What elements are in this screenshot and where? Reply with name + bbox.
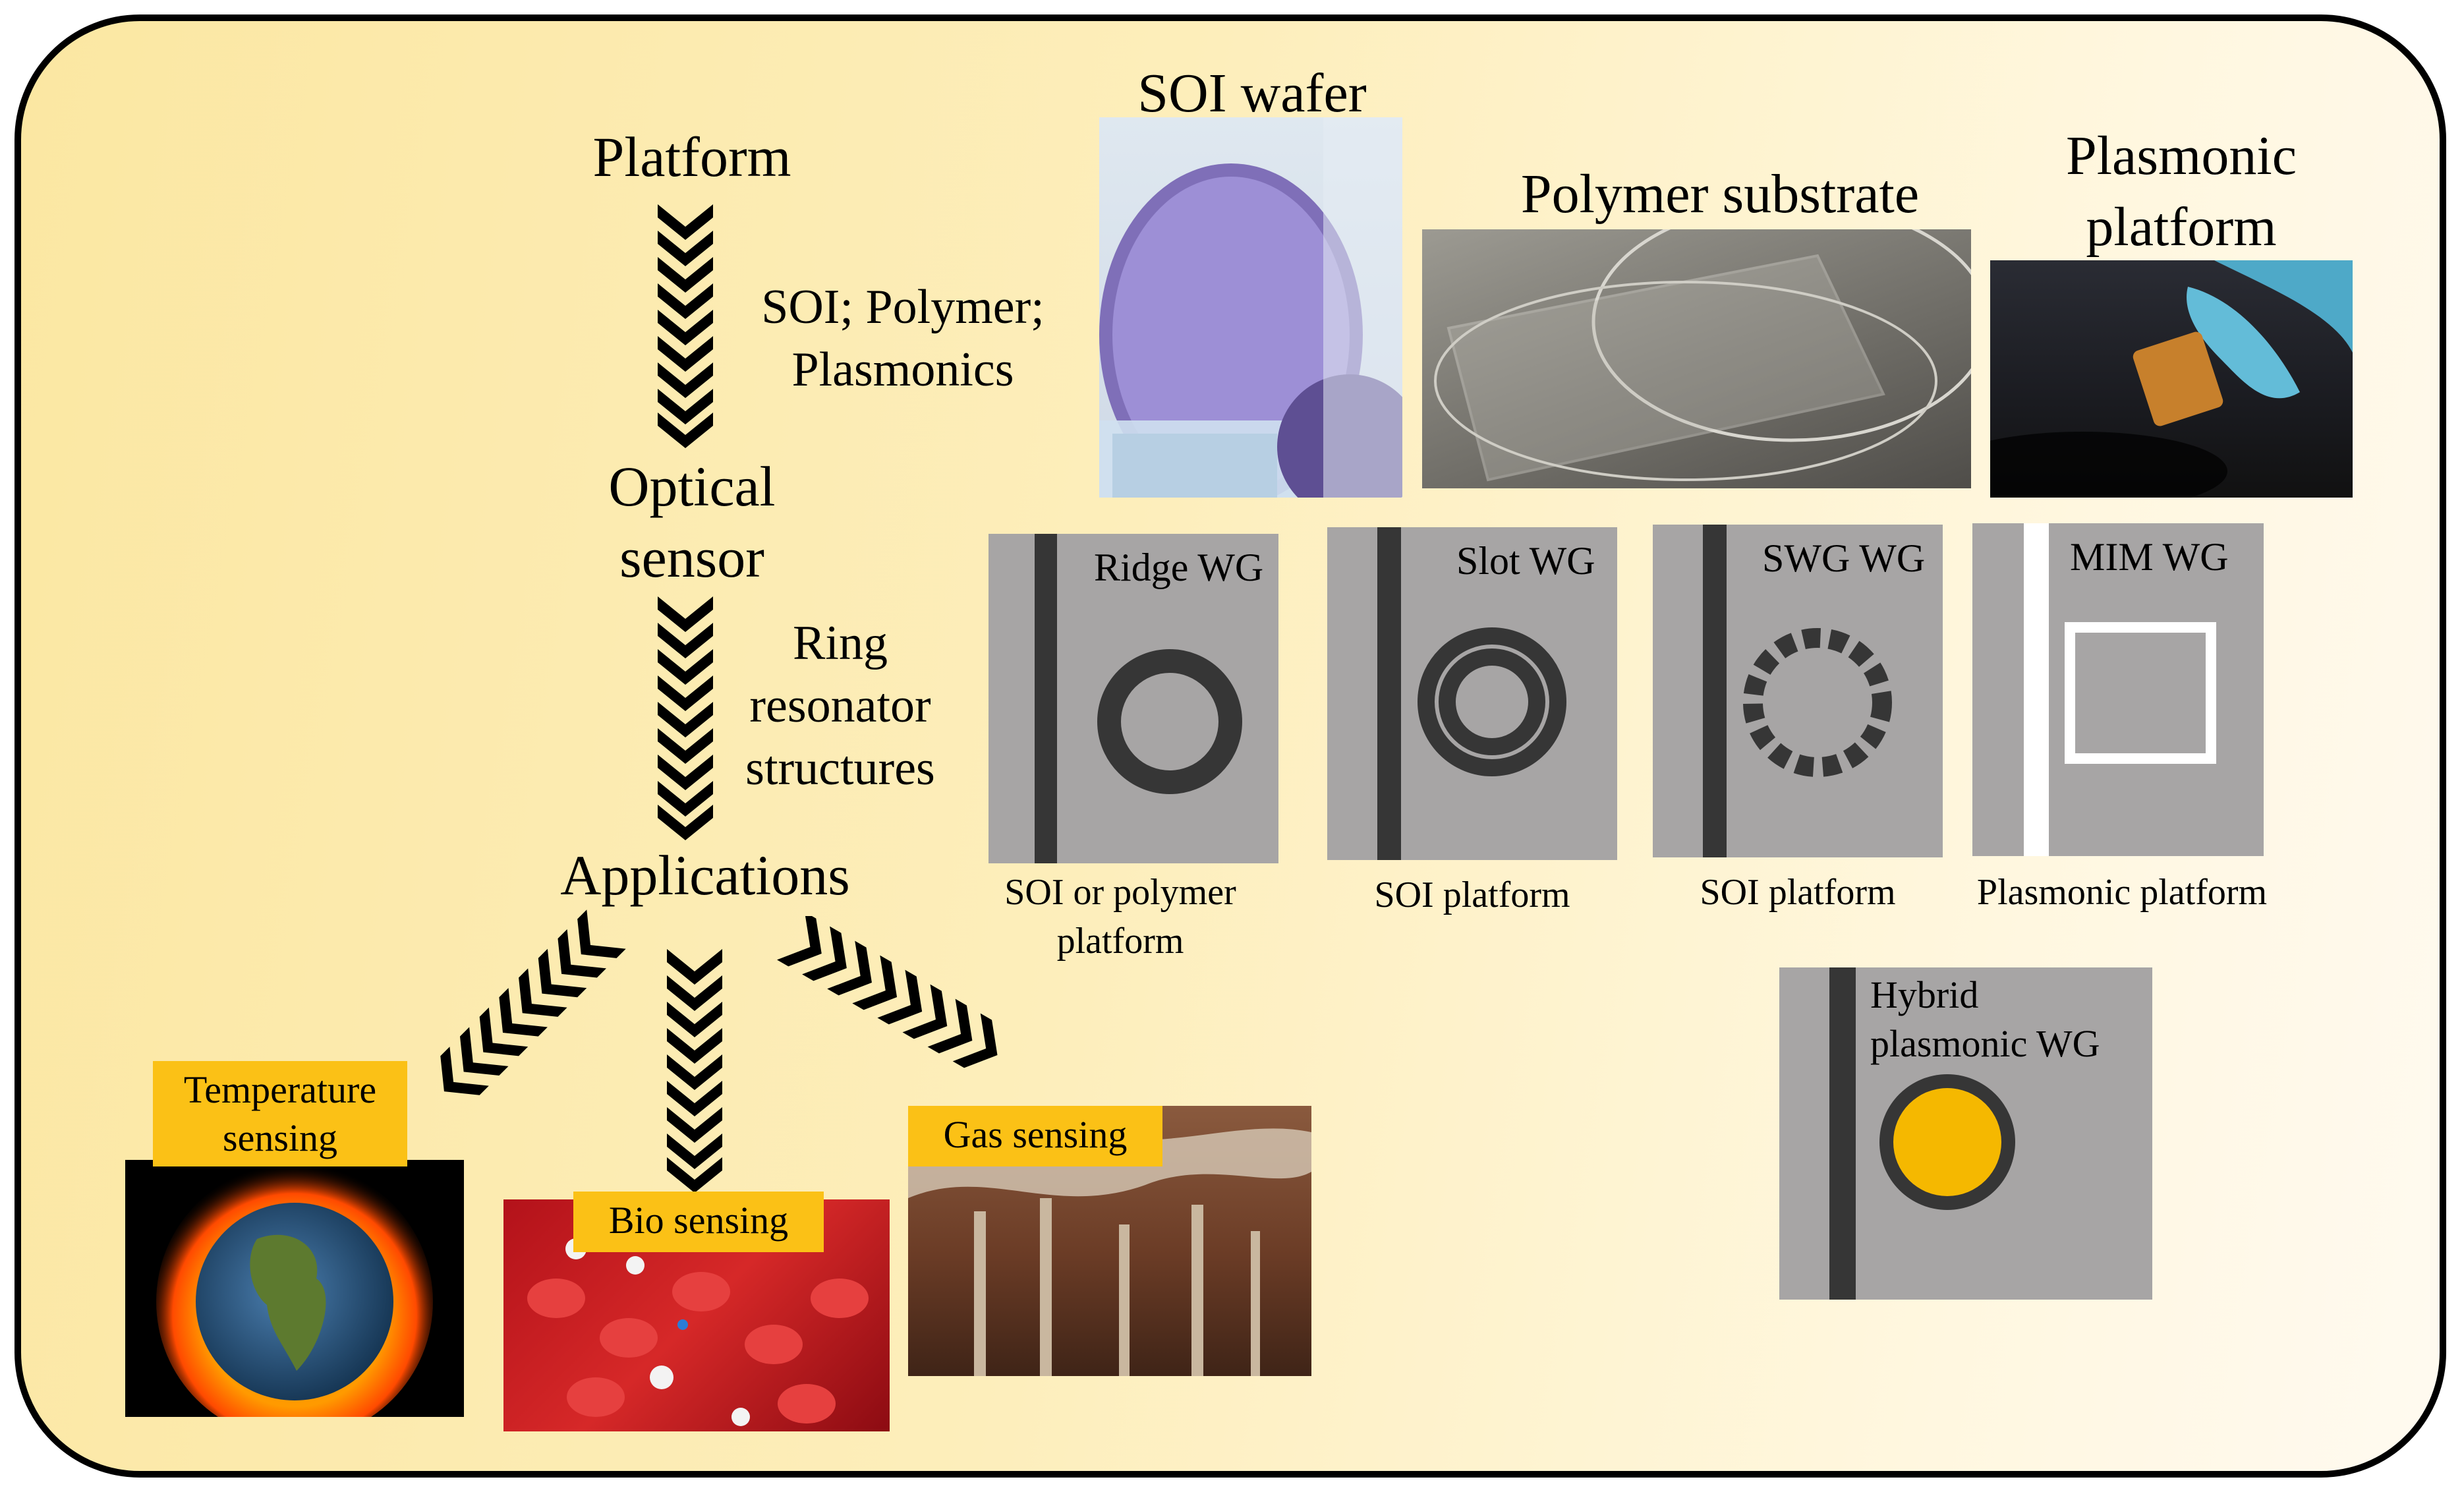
optical-sensor-line1: Optical bbox=[608, 455, 776, 518]
slot-wg-caption: SOI platform bbox=[1374, 875, 1570, 915]
platform-options-line2: Plasmonics bbox=[791, 343, 1014, 397]
arrow-diagonal-right-icon bbox=[777, 916, 1008, 1079]
slot-wg-title: Slot WG bbox=[1456, 539, 1595, 583]
bus-waveguide bbox=[1703, 525, 1727, 857]
structures-line3: structures bbox=[745, 741, 935, 795]
arrow-down-icon bbox=[658, 596, 713, 840]
temperature-sensing-label: Temperature sensing bbox=[153, 1061, 407, 1166]
mim-wg-card: MIM WG bbox=[1972, 523, 2264, 856]
plasmonic-platform-title-line1: Plasmonic bbox=[2066, 125, 2297, 187]
hybrid-plasmonic-wg-card: Hybrid plasmonic WG bbox=[1779, 967, 2152, 1300]
gas-sensing-label: Gas sensing bbox=[908, 1106, 1162, 1166]
slot-ring-resonator bbox=[1418, 627, 1566, 776]
bus-waveguide bbox=[1377, 527, 1401, 860]
hybrid-wg-title-line2: plasmonic WG bbox=[1870, 1022, 2100, 1065]
square-resonator bbox=[2065, 622, 2216, 764]
platform-options-line1: SOI; Polymer; bbox=[761, 280, 1045, 334]
structures-line2: resonator bbox=[749, 679, 931, 733]
swg-wg-caption: SOI platform bbox=[1700, 872, 1896, 913]
ridge-wg-card: Ridge WG bbox=[988, 534, 1278, 863]
swg-wg-title: SWG WG bbox=[1762, 536, 1926, 580]
soi-wafer-title: SOI wafer bbox=[1137, 63, 1367, 124]
mim-wg-title: MIM WG bbox=[2070, 535, 2229, 579]
arrow-down-icon bbox=[667, 949, 722, 1193]
bus-waveguide bbox=[1829, 967, 1856, 1300]
soi-wafer-image bbox=[1099, 117, 1402, 498]
polymer-substrate-image bbox=[1422, 229, 1971, 488]
ridge-wg-caption-line1: SOI or polymer bbox=[1004, 872, 1236, 913]
swg-wg-card: SWG WG bbox=[1653, 525, 1943, 857]
temperature-sensing-image bbox=[125, 1160, 464, 1417]
optical-sensor-line2: sensor bbox=[619, 526, 764, 589]
arrow-down-icon bbox=[658, 204, 713, 448]
temperature-sensing-line2: sensing bbox=[223, 1116, 337, 1159]
bus-waveguide bbox=[1035, 534, 1057, 863]
bio-sensing-label: Bio sensing bbox=[573, 1192, 824, 1252]
ridge-wg-title: Ridge WG bbox=[1094, 546, 1264, 589]
plasmonic-platform-image bbox=[1990, 260, 2353, 498]
polymer-substrate-title: Polymer substrate bbox=[1520, 163, 1920, 225]
mim-wg-caption: Plasmonic platform bbox=[1976, 872, 2268, 913]
plasmonic-platform-title-line2: platform bbox=[2086, 196, 2277, 258]
ring-resonator bbox=[1097, 649, 1242, 794]
ridge-wg-caption-line2: platform bbox=[1056, 921, 1184, 962]
hybrid-wg-title-line1: Hybrid bbox=[1870, 973, 1979, 1016]
applications-heading: Applications bbox=[560, 844, 850, 907]
metal-gap-waveguide bbox=[2024, 523, 2049, 856]
temperature-sensing-line1: Temperature bbox=[183, 1068, 377, 1111]
structures-line1: Ring bbox=[793, 616, 888, 670]
segmented-ring-resonator bbox=[1743, 628, 1892, 777]
platform-heading: Platform bbox=[592, 125, 791, 188]
hybrid-ring-resonator bbox=[1879, 1074, 2015, 1210]
arrow-diagonal-left-icon bbox=[424, 909, 626, 1111]
slot-wg-card: Slot WG bbox=[1327, 527, 1617, 860]
